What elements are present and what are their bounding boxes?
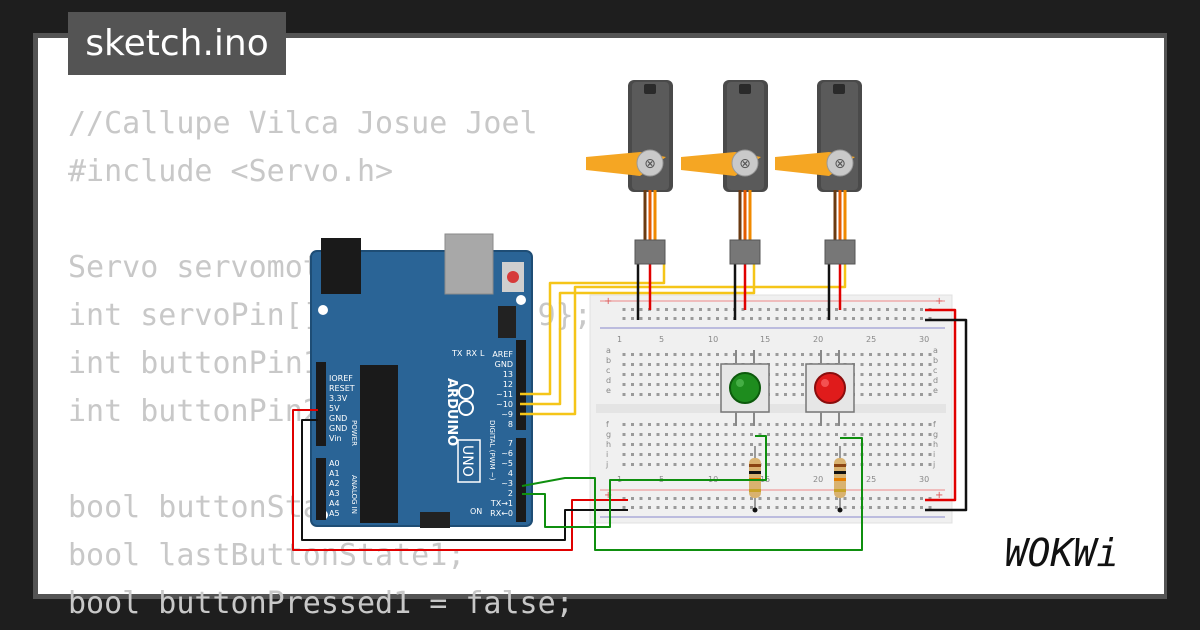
pin-label: ~9 <box>501 410 513 419</box>
row-letter: d <box>606 376 611 385</box>
pin-label: GND <box>329 424 347 433</box>
pin-label: A5 <box>329 509 340 518</box>
rail-plus-label: + <box>604 296 612 307</box>
rail-plus-label: + <box>935 490 943 501</box>
pin-label: RESET <box>329 384 355 393</box>
power-section-label: POWER <box>350 420 358 446</box>
column-number: 20 <box>813 335 823 344</box>
code-line: bool lastButtonState1; <box>68 538 466 573</box>
arduino-brand: ARDUINO <box>444 378 459 446</box>
row-letter: e <box>606 386 611 395</box>
pin-label: 5V <box>329 404 340 413</box>
pin-label: ~6 <box>501 449 513 458</box>
wokwi-logo: WOKWi <box>1005 531 1119 575</box>
row-letter: j <box>932 460 935 469</box>
row-letter: c <box>933 366 937 375</box>
row-letter: a <box>606 346 611 355</box>
column-number: 25 <box>866 475 876 484</box>
atmega-chip <box>360 365 398 523</box>
servo-motor-1[interactable]: ⊗ <box>586 80 673 265</box>
wires <box>292 262 968 551</box>
code-line: bool buttonPressed1 = false; <box>68 586 574 621</box>
row-letter: j <box>605 460 608 469</box>
arduino-uno[interactable]: IOREF RESET 3.3V 5V GND GND Vin A0 A1 A2… <box>310 233 533 528</box>
resistor-2[interactable] <box>834 446 846 510</box>
pin-label: ~5 <box>501 459 513 468</box>
row-letter: i <box>933 450 935 459</box>
servo-screw-icon: ⊗ <box>644 156 656 172</box>
servo-screw-icon: ⊗ <box>834 156 846 172</box>
pin-label: A0 <box>329 459 340 468</box>
pin-label: ~11 <box>496 390 513 399</box>
row-letter: f <box>606 420 609 429</box>
column-number: 25 <box>866 335 876 344</box>
pushbutton-red[interactable] <box>805 350 855 426</box>
row-letter: a <box>933 346 938 355</box>
led-label-tx: TX <box>451 349 463 358</box>
pin-label: 12 <box>503 380 513 389</box>
pin-label: GND <box>329 414 347 423</box>
row-letter: g <box>933 430 938 439</box>
pushbutton-green[interactable] <box>720 350 770 426</box>
pin-label: A1 <box>329 469 340 478</box>
pin-label: 13 <box>503 370 513 379</box>
pin-label: 7 <box>508 439 513 448</box>
rail-plus-label: + <box>935 296 943 307</box>
usb-port <box>444 233 494 295</box>
pin-label: A3 <box>329 489 340 498</box>
pin-label: RX←0 <box>490 509 513 518</box>
row-letter: d <box>933 376 938 385</box>
column-number: 1 <box>617 335 622 344</box>
power-jack <box>321 238 361 294</box>
pin-label: AREF <box>492 350 513 359</box>
code-line: //Callupe Vilca Josue Joel <box>68 106 538 141</box>
column-number: 10 <box>708 335 718 344</box>
pin-label: GND <box>495 360 513 369</box>
row-letter: i <box>606 450 608 459</box>
led-label-rx: RX <box>466 349 478 358</box>
arduino-logo <box>458 384 474 416</box>
column-number: 5 <box>659 335 664 344</box>
pin-label: 8 <box>508 420 513 429</box>
pin-label: TX→1 <box>490 499 513 508</box>
reset-button[interactable] <box>507 271 519 283</box>
digital-section-label: DIGITAL (PWM ~) <box>488 420 496 481</box>
row-letter: c <box>606 366 610 375</box>
row-letter: f <box>933 420 936 429</box>
pin-label: 2 <box>508 489 513 498</box>
pin-label: 3.3V <box>329 394 348 403</box>
pin-label: 4 <box>508 469 513 478</box>
servo-motor-3[interactable]: ⊗ <box>775 80 862 265</box>
column-number: 15 <box>760 335 770 344</box>
row-letter: b <box>606 356 611 365</box>
row-letter: h <box>933 440 938 449</box>
analog-section-label: ANALOG IN <box>350 475 358 514</box>
pin-label: IOREF <box>329 374 353 383</box>
servo-screw-icon: ⊗ <box>739 156 751 172</box>
row-letter: e <box>933 386 938 395</box>
code-line: #include <Servo.h> <box>68 154 394 189</box>
rail-plus-label: + <box>604 490 612 501</box>
servo-motor-2[interactable]: ⊗ <box>681 80 768 265</box>
column-number: 30 <box>919 335 929 344</box>
column-number: 20 <box>813 475 823 484</box>
pin-label: A2 <box>329 479 340 488</box>
pin-label: A4 <box>329 499 340 508</box>
row-letter: b <box>933 356 938 365</box>
led-label-on: ON <box>470 507 482 516</box>
file-tab[interactable]: sketch.ino <box>68 12 286 75</box>
pin-label: Vin <box>329 434 342 443</box>
arduino-model: UNO <box>459 445 475 477</box>
pin-label: ~3 <box>501 479 513 488</box>
row-letter: h <box>606 440 611 449</box>
led-label-l: L <box>480 349 485 358</box>
row-letter: g <box>606 430 611 439</box>
column-number: 30 <box>919 475 929 484</box>
breadboard[interactable]: + + + + 1 5 10 15 20 25 30 1 5 10 15 20 … <box>589 294 953 524</box>
pin-label: ~10 <box>496 400 513 409</box>
